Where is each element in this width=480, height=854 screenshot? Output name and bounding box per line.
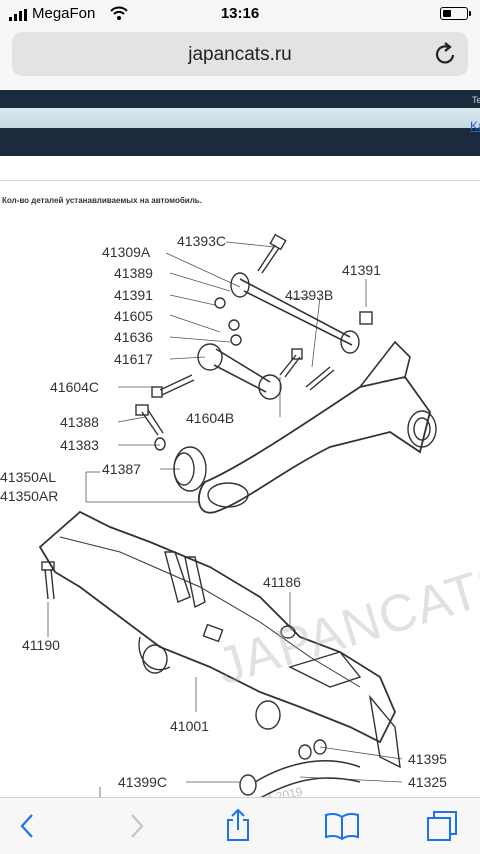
- part-label[interactable]: 41389: [114, 265, 153, 281]
- reload-icon[interactable]: [434, 41, 458, 67]
- part-label[interactable]: 41388: [60, 414, 99, 430]
- part-label[interactable]: 41350AL: [0, 469, 57, 485]
- part-label[interactable]: 41350AR: [0, 488, 59, 504]
- carrier-name: MegaFon: [32, 5, 96, 22]
- part-label[interactable]: 41617: [114, 351, 153, 367]
- clock: 13:16: [220, 5, 260, 22]
- header-text: Te: [472, 95, 480, 105]
- part-label[interactable]: 41190: [22, 637, 60, 653]
- url-text: japancats.ru: [188, 44, 292, 65]
- part-label[interactable]: 41001: [170, 718, 209, 734]
- site-header: Te Ka: [0, 90, 480, 156]
- part-label[interactable]: 41399C: [118, 774, 168, 790]
- signal-icon: [9, 9, 27, 21]
- tabs-icon[interactable]: [426, 810, 458, 842]
- part-label[interactable]: 41636: [114, 329, 153, 345]
- part-label[interactable]: 41391: [342, 262, 381, 278]
- part-label[interactable]: 41395: [408, 751, 447, 767]
- header-link[interactable]: Ka: [470, 119, 480, 133]
- part-label[interactable]: 41604B: [186, 410, 235, 426]
- share-icon[interactable]: [224, 808, 252, 842]
- part-label[interactable]: 41387: [102, 461, 141, 477]
- part-label[interactable]: 41383: [60, 437, 99, 453]
- part-label[interactable]: 41604C: [50, 379, 100, 395]
- part-label[interactable]: 41605: [114, 308, 153, 324]
- part-label[interactable]: 41186: [263, 574, 301, 590]
- browser-toolbar: [0, 797, 480, 854]
- browser-chrome: japancats.ru: [0, 28, 480, 90]
- header-band: [0, 108, 480, 128]
- chevron-left-icon[interactable]: [18, 812, 38, 840]
- chevron-right-icon[interactable]: [126, 812, 146, 840]
- suspension-drawing: [38, 233, 437, 797]
- battery-icon: [440, 7, 471, 20]
- part-label[interactable]: 41393C: [177, 233, 227, 249]
- parts-diagram: JAPANCATS.RU 12.04.2019 41393C 41309A 41…: [0, 207, 480, 811]
- part-label[interactable]: 41391: [114, 287, 153, 303]
- quantity-note: Кол-во деталей устанавливаемых на автомо…: [2, 196, 202, 205]
- part-label[interactable]: 41309A: [102, 244, 151, 260]
- wifi-icon: [110, 6, 128, 20]
- part-label[interactable]: 41325: [408, 774, 447, 790]
- divider: [0, 180, 480, 181]
- part-label[interactable]: 41393B: [285, 287, 334, 303]
- book-icon[interactable]: [324, 812, 360, 840]
- status-bar: MegaFon 13:16: [0, 0, 480, 28]
- address-bar[interactable]: japancats.ru: [12, 32, 468, 76]
